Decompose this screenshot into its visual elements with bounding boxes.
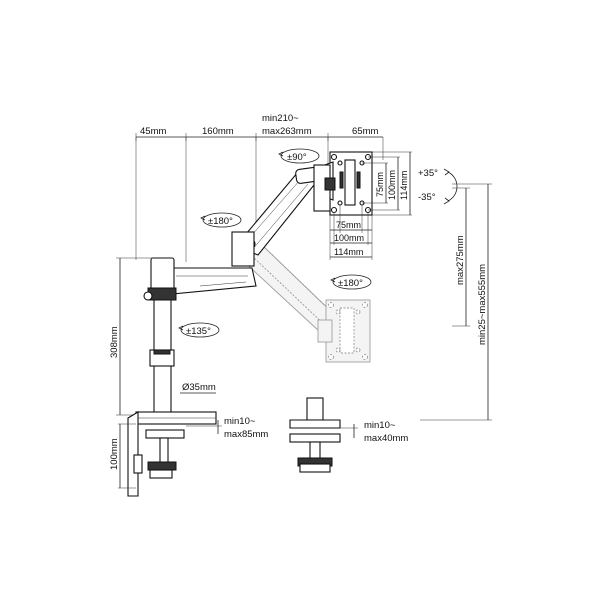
vesa-100-v: 100mm xyxy=(387,170,397,200)
range25-555-dim xyxy=(420,183,492,421)
rot-135-label: ±135° xyxy=(186,326,211,337)
pole xyxy=(143,257,177,416)
dim-160: 160mm xyxy=(202,126,234,137)
clamp-height-dim xyxy=(118,423,136,489)
grommet-range-dim xyxy=(340,424,358,438)
ghost-arm xyxy=(239,244,371,363)
pole-dia-label: Ø35mm xyxy=(182,382,216,393)
tilt-up-label: +35° xyxy=(418,168,438,179)
grommet-range-2: max40mm xyxy=(364,433,408,444)
clamp-range-dim xyxy=(186,420,222,434)
dim-45: 45mm xyxy=(140,126,166,137)
rot-180-arm-label: ±180° xyxy=(208,216,233,227)
tilt-down-label: -35° xyxy=(418,192,436,203)
grommet-mount xyxy=(289,397,341,473)
top-extension-lines xyxy=(135,133,384,262)
clamp-range-2: max85mm xyxy=(224,429,268,440)
vesa-114-v: 114mm xyxy=(399,171,409,200)
vesa-vertical-dims xyxy=(362,151,412,216)
forearm xyxy=(169,231,257,295)
max275-label: max275mm xyxy=(455,235,466,285)
clamp-range-1: min10~ xyxy=(224,416,256,427)
rotate-180-arm-icon xyxy=(200,212,242,228)
upper-arm xyxy=(235,164,336,256)
rotate-90-icon xyxy=(278,148,320,164)
height-308-label: 308mm xyxy=(109,326,120,358)
dim-65: 65mm xyxy=(352,126,378,137)
vesa-100-h: 100mm xyxy=(334,233,364,243)
height-308-dim xyxy=(116,257,154,416)
vesa-75-h: 75mm xyxy=(336,220,361,230)
vesa-114-h: 114mm xyxy=(334,247,363,257)
tilt-icon xyxy=(443,168,458,205)
rotate-180-ghost-icon xyxy=(330,274,372,290)
range25-555-label: min25~max555mm xyxy=(477,264,488,345)
clamp-height-label: 100mm xyxy=(109,438,120,470)
rot-180-ghost-label: ±180° xyxy=(338,278,363,289)
rot-90-label: ±90° xyxy=(287,152,307,163)
dim-min210: min210~ xyxy=(262,113,299,124)
grommet-range-1: min10~ xyxy=(364,420,396,431)
vesa-75-v: 75mm xyxy=(375,172,385,197)
rotate-135-icon xyxy=(178,322,220,338)
max275-dim xyxy=(452,187,470,327)
desk-left xyxy=(135,411,217,425)
clamp xyxy=(127,411,185,497)
vesa-horizontal-dims xyxy=(329,205,373,260)
dim-max263: max263mm xyxy=(262,126,312,137)
